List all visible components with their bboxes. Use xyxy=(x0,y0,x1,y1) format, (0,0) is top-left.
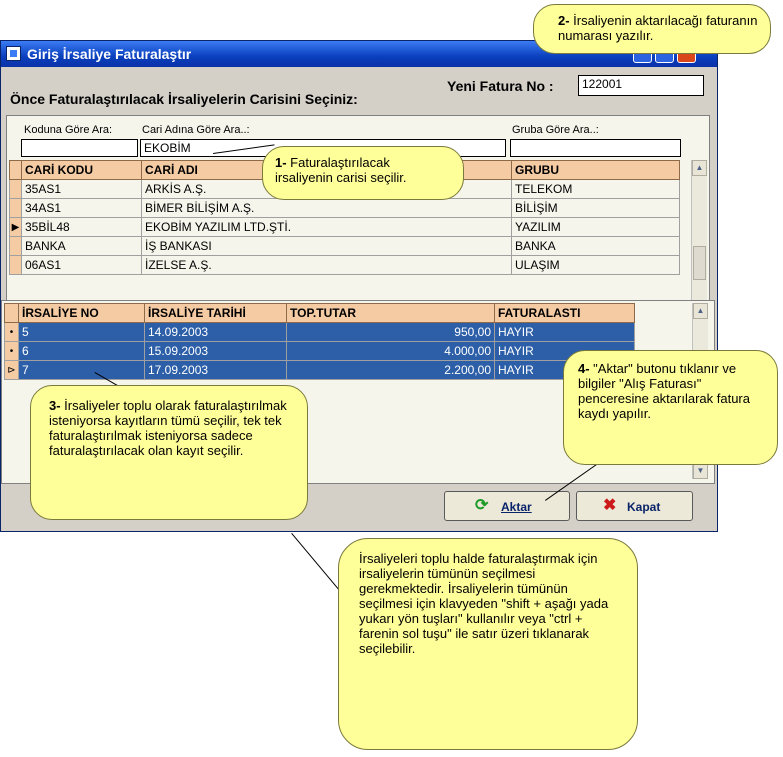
cell-code: 35AS1 xyxy=(21,179,142,199)
cell-group: TELEKOM xyxy=(511,179,680,199)
new-invoice-label: Yeni Fatura No : xyxy=(447,78,554,94)
callout-text: İrsaliyenin aktarılacağı faturanın numar… xyxy=(558,13,758,43)
callout-1: 1- Faturalaştırılacak irsaliyenin carisi… xyxy=(262,146,464,200)
window-title: Giriş İrsaliye Faturalaştır xyxy=(27,46,192,62)
search-group-label: Gruba Göre Ara..: xyxy=(512,124,599,136)
row-indicator xyxy=(9,255,22,275)
cell-name: EKOBİM YAZILIM LTD.ŞTİ. xyxy=(141,217,512,237)
callout-3: 3- İrsaliyeler toplu olarak faturalaştır… xyxy=(30,385,308,520)
waybill-panel: İRSALİYE NO İRSALİYE TARİHİ TOP.TUTAR FA… xyxy=(1,300,715,484)
cell-name: İŞ BANKASI xyxy=(141,236,512,256)
callout-number: 2- xyxy=(558,13,570,28)
selected-row-bullet-icon: • xyxy=(4,322,19,342)
callout-text: "Aktar" butonu tıklanır ve bilgiler "Alı… xyxy=(578,361,750,421)
table-row[interactable]: ⊳ 7 17.09.2003 2.200,00 HAYIR xyxy=(4,360,635,380)
close-button-label: Kapat xyxy=(627,500,661,514)
cell-code: BANKA xyxy=(21,236,142,256)
cell-group: BİLİŞİM xyxy=(511,198,680,218)
waybill-table: İRSALİYE NO İRSALİYE TARİHİ TOP.TUTAR FA… xyxy=(4,303,635,380)
current-row-arrow-icon: ▶ xyxy=(9,217,22,237)
cell-waybill-date: 17.09.2003 xyxy=(144,360,287,380)
row-indicator xyxy=(9,179,22,199)
header-indicator xyxy=(4,303,19,323)
customer-table: CARİ KODU CARİ ADI GRUBU 35AS1 ARKİS A.Ş… xyxy=(9,160,680,275)
callout-text: İrsaliyeleri toplu halde faturalaştırmak… xyxy=(359,551,609,656)
scroll-thumb[interactable] xyxy=(693,246,706,280)
cell-waybill-no: 7 xyxy=(18,360,145,380)
callout-number: 4- xyxy=(578,361,590,376)
cell-waybill-date: 15.09.2003 xyxy=(144,341,287,361)
transfer-button-label: Aktar xyxy=(501,500,532,514)
search-code-label: Koduna Göre Ara: xyxy=(24,124,113,136)
cell-code: 34AS1 xyxy=(21,198,142,218)
cell-total: 2.200,00 xyxy=(286,360,495,380)
column-header[interactable]: İRSALİYE NO xyxy=(18,303,145,323)
cell-group: ULAŞIM xyxy=(511,255,680,275)
column-header[interactable]: İRSALİYE TARİHİ xyxy=(144,303,287,323)
cell-name: BİMER BİLİŞİM A.Ş. xyxy=(141,198,512,218)
search-name-label: Cari Adına Göre Ara..: xyxy=(142,124,250,136)
app-icon xyxy=(6,46,21,61)
table-row[interactable]: • 5 14.09.2003 950,00 HAYIR xyxy=(4,322,635,342)
column-header[interactable]: CARİ KODU xyxy=(21,160,142,180)
callout-text: İrsaliyeler toplu olarak faturalaştırılm… xyxy=(49,398,287,458)
table-row[interactable]: • 6 15.09.2003 4.000,00 HAYIR xyxy=(4,341,635,361)
cell-code: 35BİL48 xyxy=(21,217,142,237)
scroll-down-icon[interactable]: ▼ xyxy=(693,463,708,479)
column-header[interactable]: TOP.TUTAR xyxy=(286,303,495,323)
scroll-up-icon[interactable]: ▲ xyxy=(693,303,708,319)
current-row-arrow-icon: ⊳ xyxy=(4,360,19,380)
cell-group: BANKA xyxy=(511,236,680,256)
scroll-up-icon[interactable]: ▲ xyxy=(692,160,707,176)
column-header[interactable]: FATURALASTI xyxy=(494,303,635,323)
row-indicator xyxy=(9,236,22,256)
cell-total: 950,00 xyxy=(286,322,495,342)
refresh-arrows-icon: ⟳ xyxy=(475,497,489,514)
section-title: Önce Faturalaştırılacak İrsaliyelerin Ca… xyxy=(10,91,358,107)
header-indicator xyxy=(9,160,22,180)
close-button[interactable]: ✖ Kapat xyxy=(576,491,693,521)
cell-waybill-date: 14.09.2003 xyxy=(144,322,287,342)
callout-number: 1- xyxy=(275,155,287,170)
table-row[interactable]: 06AS1 İZELSE A.Ş. ULAŞIM xyxy=(9,255,680,275)
callout-text: Faturalaştırılacak irsaliyenin carisi se… xyxy=(275,155,407,185)
row-indicator xyxy=(9,198,22,218)
callout-5: İrsaliyeleri toplu halde faturalaştırmak… xyxy=(338,538,638,750)
table-row[interactable]: 34AS1 BİMER BİLİŞİM A.Ş. BİLİŞİM xyxy=(9,198,680,218)
cell-code: 06AS1 xyxy=(21,255,142,275)
x-cross-icon: ✖ xyxy=(603,497,617,514)
cell-waybill-no: 6 xyxy=(18,341,145,361)
cell-name: İZELSE A.Ş. xyxy=(141,255,512,275)
table-row[interactable]: ▶ 35BİL48 EKOBİM YAZILIM LTD.ŞTİ. YAZILI… xyxy=(9,217,680,237)
column-header[interactable]: GRUBU xyxy=(511,160,680,180)
callout-4: 4- "Aktar" butonu tıklanır ve bilgiler "… xyxy=(563,350,778,465)
callout-number: 3- xyxy=(49,398,61,413)
cell-total: 4.000,00 xyxy=(286,341,495,361)
search-group-input[interactable] xyxy=(510,139,681,157)
new-invoice-number-input[interactable]: 122001 xyxy=(578,75,704,96)
selected-row-bullet-icon: • xyxy=(4,341,19,361)
table-row[interactable]: BANKA İŞ BANKASI BANKA xyxy=(9,236,680,256)
cell-invoiced: HAYIR xyxy=(494,322,635,342)
cell-waybill-no: 5 xyxy=(18,322,145,342)
search-code-input[interactable] xyxy=(21,139,138,157)
cell-group: YAZILIM xyxy=(511,217,680,237)
callout-2: 2- İrsaliyenin aktarılacağı faturanın nu… xyxy=(533,4,771,54)
